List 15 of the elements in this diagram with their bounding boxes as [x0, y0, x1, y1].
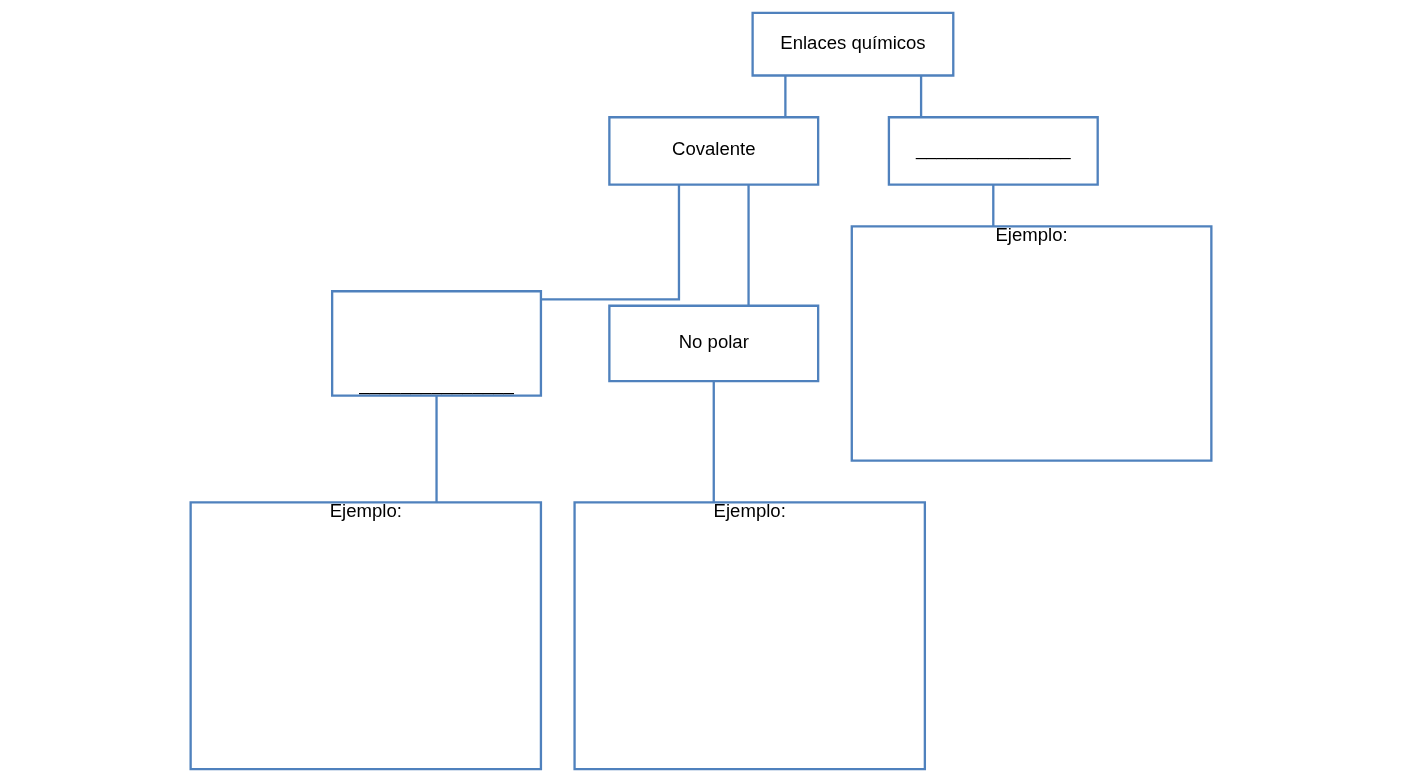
connector — [540, 184, 680, 301]
node-box: No polar — [607, 304, 819, 383]
node-box: Enlaces químicos — [750, 11, 954, 77]
connector — [746, 184, 750, 306]
connector — [783, 75, 787, 118]
node-box: _______________ — [330, 290, 542, 397]
connector — [434, 395, 438, 503]
node-box: Ejemplo: — [850, 225, 1212, 462]
node-box: Covalente — [607, 116, 819, 186]
node-box: _______________ — [887, 116, 1099, 186]
node-box: Ejemplo: — [572, 501, 926, 771]
connector — [712, 381, 715, 503]
connector — [991, 184, 994, 227]
connector — [919, 75, 922, 118]
node-box: Ejemplo: — [189, 501, 542, 771]
